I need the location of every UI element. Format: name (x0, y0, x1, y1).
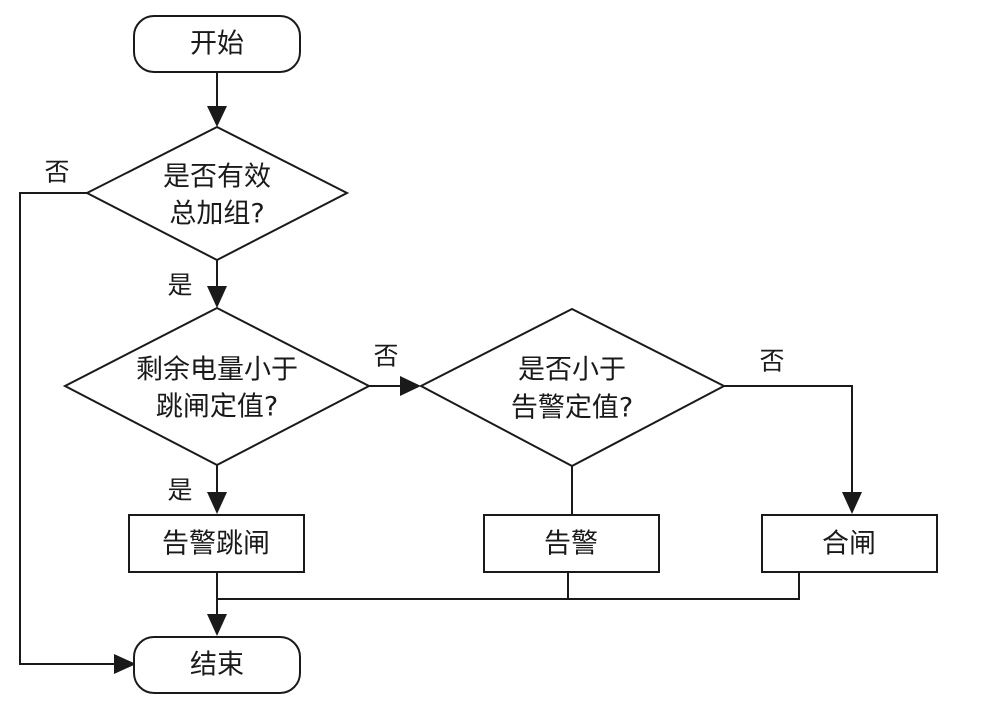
process-alarm-shape (483, 514, 660, 573)
decision-trip-shape (62, 306, 372, 467)
start-terminal-shape (133, 15, 301, 73)
edge-label-valid-no: 否 (44, 158, 69, 187)
edge-label-trip-no: 否 (373, 342, 398, 371)
decision-alarm-line1: 是否小于 (518, 355, 626, 386)
start-terminal: 开始 (133, 15, 301, 73)
process-close-label: 合闸 (822, 529, 876, 560)
decision-alarm-shape (418, 307, 727, 468)
arrowhead-to-alarm-decision (400, 376, 421, 396)
process-close: 合闸 (761, 514, 938, 573)
start-label: 开始 (190, 29, 244, 60)
process-alarm-label: 告警 (544, 529, 598, 560)
arrowhead-to-end-left (114, 654, 136, 674)
process-alarm-trip: 告警跳闸 (128, 514, 305, 573)
connectors (19, 73, 862, 674)
edge-label-trip-yes: 是 (167, 476, 192, 505)
decision-valid-line2: 总加组? (169, 199, 264, 230)
arrowhead-to-valid (207, 106, 227, 127)
edge-label-alarm-no: 否 (759, 347, 784, 376)
end-terminal-shape (133, 636, 301, 694)
decision-trip-line2: 跳闸定值? (156, 392, 278, 423)
end-label: 结束 (190, 650, 244, 681)
connector-close-down (217, 572, 800, 600)
connector-valid-no-to-end (19, 192, 118, 665)
decision-trip-line1: 剩余电量小于 (136, 355, 298, 386)
process-close-shape (761, 514, 938, 573)
connector-alarm-no (724, 385, 853, 495)
decision-trip-group: 剩余电量小于 跳闸定值? (62, 306, 372, 467)
decision-alarm-line2: 告警定值? (511, 393, 633, 424)
process-alarm-trip-shape (128, 514, 305, 573)
arrowhead-to-alarm-trip (207, 492, 227, 514)
arrowhead-to-trip-decision (207, 286, 227, 308)
arrowhead-to-end-top (207, 614, 227, 636)
edge-labels: 否 是 否 是 否 (44, 158, 784, 505)
decision-valid-group: 是否有效 总加组? (84, 125, 350, 262)
decision-valid-line1: 是否有效 (163, 162, 271, 193)
decision-alarm-group: 是否小于 告警定值? (418, 307, 727, 468)
process-alarm: 告警 (483, 514, 660, 573)
arrowhead-to-close (842, 492, 862, 514)
edge-label-valid-yes: 是 (167, 271, 192, 300)
process-alarm-trip-label: 告警跳闸 (162, 529, 270, 560)
decision-valid-shape (84, 125, 350, 262)
end-terminal: 结束 (133, 636, 301, 694)
